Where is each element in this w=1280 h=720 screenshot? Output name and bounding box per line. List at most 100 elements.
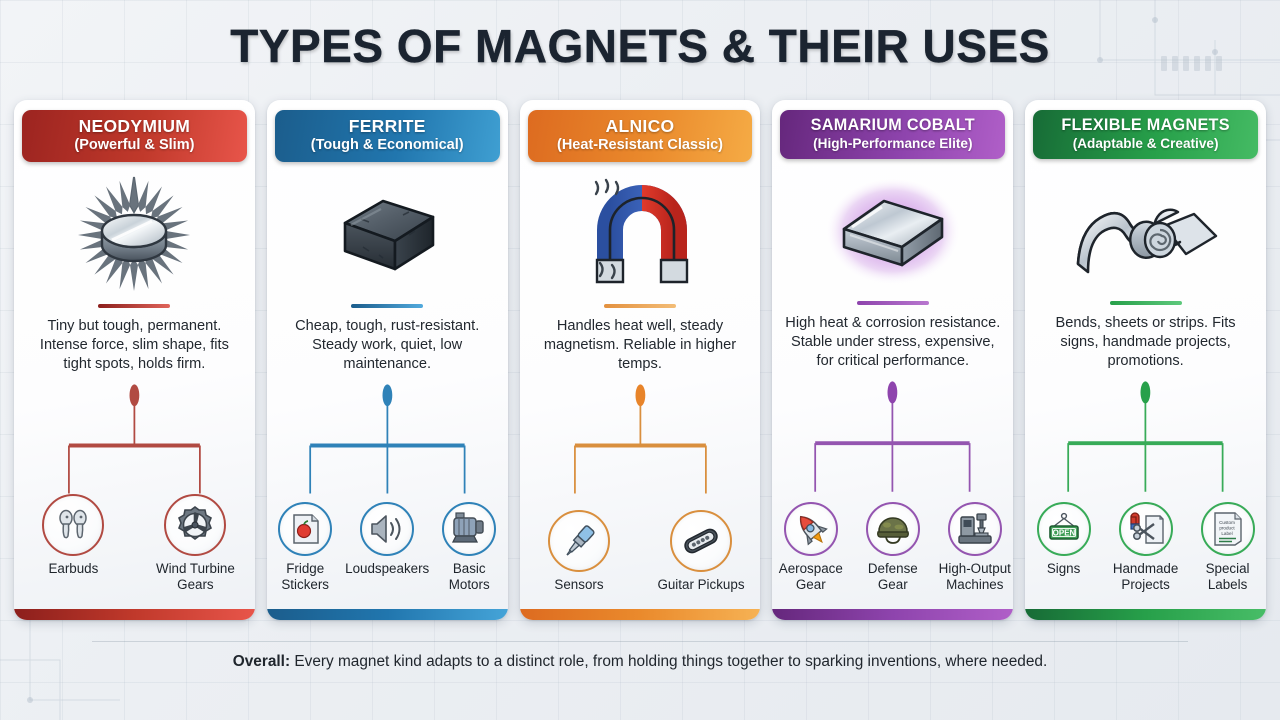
card-divider <box>603 303 676 308</box>
use-item[interactable]: Fridge Stickers <box>267 502 343 592</box>
use-item[interactable]: Wind Turbine Gears <box>147 494 243 592</box>
use-label: Fridge Stickers <box>281 561 329 592</box>
card-description: Tiny but tough, permanent. Intense force… <box>39 317 229 372</box>
card-subtitle: (Heat-Resistant Classic) <box>556 137 723 154</box>
uses-list: Aerospace Gear Defense Gear <box>772 502 1013 592</box>
use-label: Sensors <box>554 576 604 592</box>
svg-text:Custom: Custom <box>1219 520 1235 525</box>
connector-tree <box>528 380 753 620</box>
card-description: Handles heat well, steady magnetism. Rel… <box>543 317 737 372</box>
uses-list: OPEN Signs <box>1025 502 1266 592</box>
use-icon-fridge-sticker-icon <box>278 502 333 557</box>
connector-tree <box>275 380 500 620</box>
svg-text:OPEN: OPEN <box>1052 529 1075 538</box>
use-icon-turbine-gear-icon <box>164 494 227 557</box>
footer-summary: Overall: Every magnet kind adapts to a d… <box>40 652 1240 672</box>
connector-tree <box>1033 377 1258 620</box>
card-header-ferrite: FERRITE (Tough & Economical) <box>274 110 500 162</box>
use-label: High-Output Machines <box>938 561 1011 592</box>
use-icon-scissors-craft-icon <box>1118 502 1173 557</box>
card-description: Cheap, tough, rust-resistant. Steady wor… <box>295 317 480 372</box>
use-item[interactable]: Aerospace Gear <box>773 502 849 592</box>
card-header-samarium-cobalt: SAMARIUM COBALT (High-Performance Elite) <box>780 110 1006 160</box>
uses-list: Sensors Guitar Pic <box>520 509 761 592</box>
card-subtitle: (High-Performance Elite) <box>813 135 973 151</box>
use-label: Basic Motors <box>448 561 490 592</box>
use-item[interactable]: OPEN Signs <box>1026 502 1102 576</box>
svg-text:Label: Label <box>1221 531 1232 536</box>
use-label: Handmade Projects <box>1112 561 1179 592</box>
use-item[interactable]: Defense Gear <box>855 502 931 592</box>
card-subtitle: (Tough & Economical) <box>310 137 464 154</box>
use-item[interactable]: Basic Motors <box>431 502 507 592</box>
card-title: SAMARIUM COBALT <box>810 116 975 134</box>
magnet-card-flexible[interactable]: FLEXIBLE MAGNETS (Adaptable & Creative) <box>1025 100 1266 620</box>
use-label: Special Labels <box>1205 561 1250 592</box>
magnet-card-samarium-cobalt[interactable]: SAMARIUM COBALT (High-Performance Elite) <box>772 100 1014 620</box>
use-label: Aerospace Gear <box>778 561 843 592</box>
card-header-flexible: FLEXIBLE MAGNETS (Adaptable & Creative) <box>1033 110 1258 160</box>
card-accent-bar <box>266 609 508 620</box>
magnet-card-ferrite[interactable]: FERRITE (Tough & Economical) <box>266 100 508 620</box>
card-header-neodymium: NEODYMIUM (Powerful & Slim) <box>22 110 247 162</box>
card-header-alnico: ALNICO (Heat-Resistant Classic) <box>527 110 753 162</box>
card-divider <box>98 303 171 308</box>
use-item[interactable]: High-Output Machines <box>937 502 1013 592</box>
use-icon-guitar-pickup-icon <box>669 509 732 572</box>
use-label: Wind Turbine Gears <box>155 561 235 592</box>
background-decoration-dots <box>1161 56 1222 71</box>
card-title: FLEXIBLE MAGNETS <box>1061 116 1230 134</box>
hero-icon-flexible-strip-roll-icon <box>1033 159 1258 299</box>
card-accent-bar <box>519 609 761 620</box>
magnet-card-neodymium[interactable]: NEODYMIUM (Powerful & Slim) <box>14 100 255 620</box>
connector-tree <box>780 377 1005 620</box>
card-divider <box>856 301 929 306</box>
use-icon-product-label-icon: Custom product Label <box>1200 502 1255 557</box>
use-item[interactable]: Guitar Pickups <box>653 509 749 592</box>
use-label: Defense Gear <box>867 561 918 592</box>
use-item[interactable]: Earbuds <box>25 494 121 576</box>
magnet-card-alnico[interactable]: ALNICO (Heat-Resistant Classic) <box>519 100 761 620</box>
use-label: Earbuds <box>48 561 99 577</box>
use-item[interactable]: Sensors <box>531 509 627 592</box>
card-title: FERRITE <box>348 116 426 136</box>
hero-icon-radiating-disc-magnet-icon <box>22 162 247 302</box>
card-accent-bar <box>772 609 1014 620</box>
use-icon-sensor-probe-icon <box>547 509 610 572</box>
card-divider <box>1109 301 1182 306</box>
use-icon-open-sign-icon: OPEN <box>1036 502 1091 557</box>
use-label: Guitar Pickups <box>657 576 745 592</box>
footer-text: Every magnet kind adapts to a distinct r… <box>290 653 1048 670</box>
use-icon-earbuds-icon <box>42 494 105 557</box>
use-item[interactable]: Custom product Label Special Labels <box>1190 502 1266 592</box>
hero-icon-horseshoe-magnet-heat-icon <box>528 162 753 302</box>
use-icon-loudspeaker-icon <box>360 502 415 557</box>
card-description: High heat & corrosion resistance. Stable… <box>785 315 1001 370</box>
hero-icon-glowing-metal-block-icon <box>780 159 1005 299</box>
card-description: Bends, sheets or strips. Fits signs, han… <box>1055 315 1236 370</box>
connector-tree <box>22 380 247 620</box>
card-accent-bar <box>1025 609 1266 620</box>
use-item[interactable]: Handmade Projects <box>1108 502 1184 592</box>
use-item[interactable]: Loudspeakers <box>345 502 429 576</box>
card-subtitle: (Adaptable & Creative) <box>1072 135 1219 151</box>
uses-list: Fridge Stickers Loudspeakers <box>267 502 508 592</box>
use-label: Signs <box>1046 561 1081 577</box>
footer-lead: Overall: <box>232 653 291 670</box>
card-subtitle: (Powerful & Slim) <box>74 137 195 154</box>
page-title: TYPES OF MAGNETS & THEIR USES <box>230 20 1050 72</box>
card-accent-bar <box>14 609 255 620</box>
footer-divider <box>92 641 1188 642</box>
uses-list: Earbuds <box>14 494 255 592</box>
magnet-cards-deck: NEODYMIUM (Powerful & Slim) <box>14 100 1266 620</box>
hero-icon-ferrite-block-icon <box>275 162 500 302</box>
card-divider <box>351 303 424 308</box>
use-icon-rocket-icon <box>783 502 838 557</box>
card-title: NEODYMIUM <box>78 116 191 136</box>
use-icon-electric-motor-icon <box>442 502 497 557</box>
use-label: Loudspeakers <box>345 561 430 577</box>
svg-text:product: product <box>1219 526 1235 531</box>
use-icon-cnc-machine-icon <box>947 502 1002 557</box>
use-icon-helmet-icon <box>865 502 920 557</box>
card-title: ALNICO <box>605 116 675 136</box>
